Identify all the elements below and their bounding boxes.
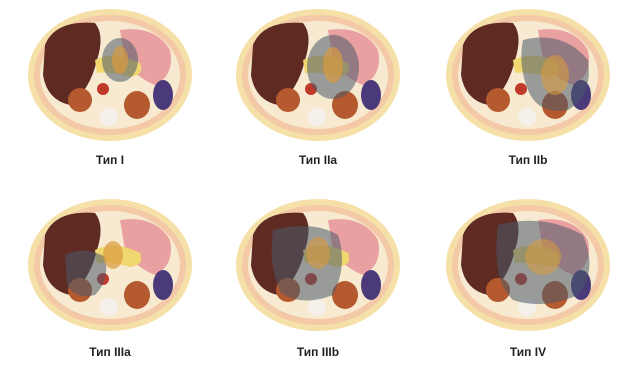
abdominal-cross-section-diagram	[443, 195, 613, 335]
panel-label: Тип I	[25, 153, 195, 167]
diagram-panel-type-iiib: Тип IIIb	[233, 195, 423, 375]
abdominal-cross-section-diagram	[25, 195, 195, 335]
panel-label: Тип IIa	[233, 153, 403, 167]
panel-label: Тип IIb	[443, 153, 613, 167]
abdominal-cross-section-diagram	[25, 5, 195, 145]
abdominal-cross-section-diagram	[443, 5, 613, 145]
abdominal-cross-section-diagram	[233, 5, 403, 145]
panel-label: Тип IIIa	[25, 345, 195, 359]
panel-label: Тип IV	[443, 345, 613, 359]
abdominal-cross-section-diagram	[233, 195, 403, 335]
panel-label: Тип IIIb	[233, 345, 403, 359]
diagram-panel-type-iia: Тип IIa	[233, 5, 423, 185]
diagram-panel-type-iiia: Тип IIIa	[25, 195, 215, 375]
diagram-panel-type-iib: Тип IIb	[443, 5, 633, 185]
diagram-panel-type-i: Тип I	[25, 5, 215, 185]
diagram-panel-type-iv: Тип IV	[443, 195, 633, 375]
